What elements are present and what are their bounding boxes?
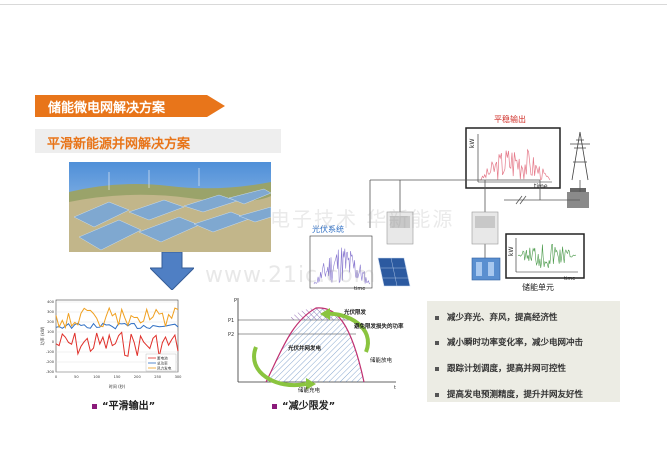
benefit-item: 提高发电预测精度，提升并网友好性 [435, 388, 583, 400]
legend-wind: 风力发电 [157, 366, 172, 371]
p1-label: P1 [228, 318, 234, 324]
storage-axis-time: time [564, 276, 575, 282]
chart1-ytick: -100 [46, 350, 55, 354]
chart1-series-line [55, 306, 179, 330]
pv-label: 光伏系统 [312, 224, 344, 234]
p2-label: P2 [228, 332, 234, 338]
title-banner [35, 95, 225, 117]
output-axis-kw: kW [469, 139, 476, 148]
chart1-series-line [55, 331, 179, 357]
caption-smooth: “平滑输出” [92, 397, 155, 412]
chart1-xtick: 250 [154, 375, 162, 379]
label-discharge: 储能放电 [370, 356, 393, 364]
power-tower-icon [570, 131, 590, 181]
output-axis-time: time [534, 183, 548, 190]
benefit-item: 减少弃光、弃风，提高经济性 [435, 311, 558, 323]
caption-reduce: “减少限发” [272, 397, 335, 412]
chart1-xtick: 150 [114, 375, 122, 379]
chart1-legend: 蓄电池 总功率 风力发电 [145, 353, 177, 372]
axis-p: P [234, 298, 237, 304]
solar-panel-icon [377, 257, 411, 287]
subtitle-bar [35, 129, 281, 153]
watermark-cn: 电子技术 华新能源 [270, 207, 455, 231]
output-label: 平稳输出 [494, 114, 526, 124]
pv-inverter-icon [386, 211, 414, 245]
chart1-ytick: -200 [46, 360, 55, 364]
chart1-ytick: 300 [47, 310, 55, 314]
chart1-ylabel: 功率 (kW) [39, 326, 45, 345]
benefit-item: 跟踪计划调度，提高并网可控性 [435, 362, 566, 374]
storage-label: 储能单元 [522, 282, 554, 292]
smoothing-chart: 400 300 200 100 0 -100 -200 -300 0 50 100 150 200 25… [39, 299, 183, 389]
chart1-ytick: 0 [52, 340, 55, 344]
chart1-ytick: -300 [46, 370, 55, 374]
curtailment-chart: P t P1 P2 光伏限发 避免限发损失的功率 光伏并网发电 储能放电 储能充… [228, 298, 404, 394]
chart1-xtick: 100 [93, 375, 101, 379]
label-grid: 光伏并网发电 [287, 344, 322, 352]
benefits-panel: 减少弃光、弃风，提高经济性 减小瞬时功率变化率，减少电网冲击 跟踪计划调度，提高… [427, 301, 620, 402]
legend-battery: 蓄电池 [157, 356, 168, 361]
storage-inverter-icon [471, 211, 499, 245]
chart1-ytick: 100 [47, 330, 55, 334]
chart1-xtick: 300 [175, 375, 183, 379]
label-avoid: 避免限发损失的功率 [353, 322, 404, 330]
watermark: www.21ic.com [205, 263, 377, 288]
chart1-ytick: 400 [47, 300, 55, 304]
chart1-xtick: 50 [74, 375, 79, 379]
solar-farm-photo [69, 162, 271, 252]
transformer-icon [567, 188, 589, 208]
storage-axis-kw: kW [508, 247, 515, 256]
pv-axis-time: time [354, 286, 365, 292]
axis-t: t [394, 385, 396, 391]
subtitle: 平滑新能源并网解决方案 [47, 137, 191, 152]
legend-total: 总功率 [157, 361, 168, 366]
label-charge: 储能充电 [298, 386, 321, 394]
chart1-xtick: 200 [134, 375, 142, 379]
system-diagram: 平稳输出 kW time 光伏系统 time [309, 114, 590, 292]
top-divider [0, 4, 667, 5]
chart1-xtick: 0 [55, 375, 58, 379]
chart1-xlabel: 时间 (秒) [109, 383, 126, 389]
benefit-item: 减小瞬时功率变化率，减少电网冲击 [435, 336, 583, 348]
down-arrow-icon [150, 252, 194, 290]
banner-title: 储能微电网解决方案 [48, 101, 166, 116]
battery-icon [471, 257, 501, 281]
chart1-ytick: 200 [47, 320, 55, 324]
label-limit: 光伏限发 [343, 308, 367, 316]
